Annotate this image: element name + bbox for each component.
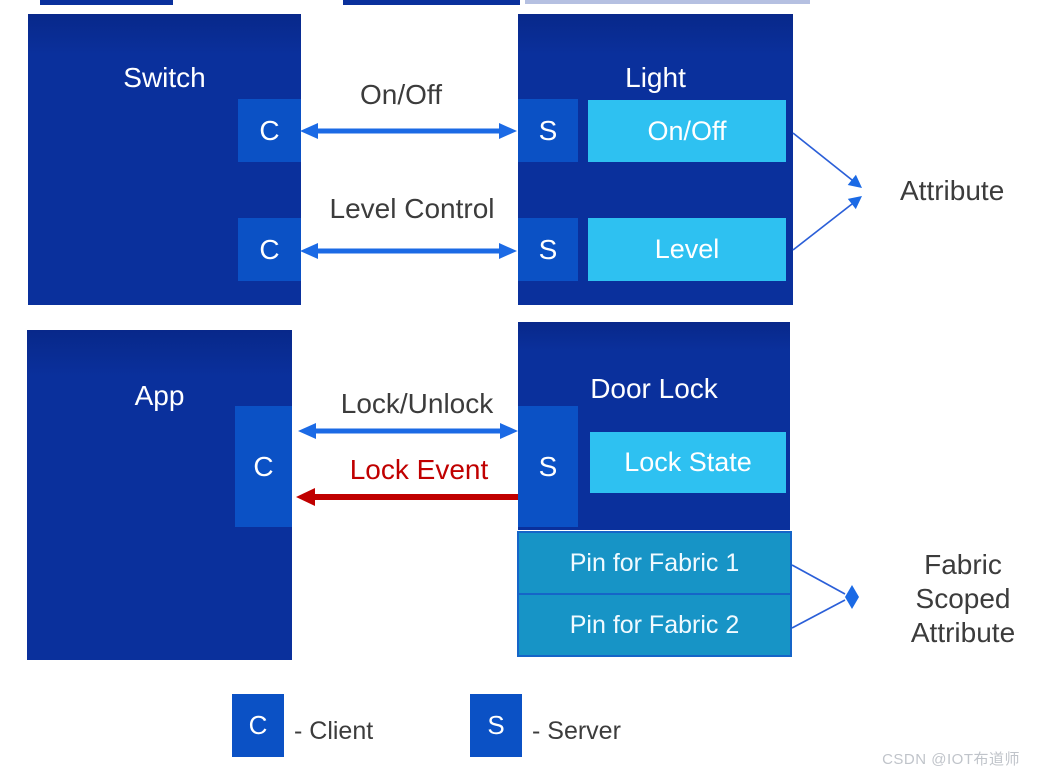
switch-client-node-level: C bbox=[238, 218, 301, 281]
top-crop-fragment bbox=[40, 0, 173, 5]
door-lock-device-box: Door Lock S Lock State bbox=[518, 322, 790, 530]
lock-unlock-interaction-label: Lock/Unlock bbox=[340, 388, 494, 419]
lock-event-interaction-label: Lock Event bbox=[349, 454, 489, 485]
app-client-node: C bbox=[235, 406, 292, 527]
legend-client-node: C bbox=[232, 694, 284, 757]
csdn-watermark: CSDN @IOT布道师 bbox=[882, 751, 1020, 768]
onoff-double-arrow bbox=[300, 123, 517, 139]
fabric-attribute-pointer-lines bbox=[791, 564, 859, 629]
level-control-double-arrow bbox=[300, 243, 517, 259]
switch-device-box: Switch C C bbox=[28, 14, 301, 305]
fabric-label-line: Fabric bbox=[924, 549, 1002, 580]
level-cluster-bar: Level bbox=[588, 218, 786, 281]
fabric-scoped-attribute-label: Fabric Scoped Attribute bbox=[880, 548, 1037, 650]
pin-fabric-2-bar: Pin for Fabric 2 bbox=[519, 593, 790, 655]
light-title: Light bbox=[625, 62, 686, 93]
pin-fabric-1-bar: Pin for Fabric 1 bbox=[569, 548, 740, 577]
legend-server-node: S bbox=[470, 694, 522, 757]
fabric-label-line: Scoped bbox=[915, 583, 1011, 614]
level-control-interaction-label: Level Control bbox=[329, 193, 495, 224]
legend-client-label: - Client bbox=[294, 717, 374, 745]
app-device-box: App C bbox=[27, 330, 292, 660]
lock-state-cluster-bar: Lock State bbox=[590, 432, 786, 493]
attribute-label: Attribute bbox=[900, 175, 1005, 206]
light-device-box: Light S S On/Off Level bbox=[518, 14, 793, 305]
onoff-interaction-label: On/Off bbox=[360, 79, 442, 110]
onoff-cluster-bar: On/Off bbox=[588, 100, 786, 162]
switch-client-node-onoff: C bbox=[238, 99, 301, 162]
fabric-pin-block: Pin for Fabric 1 Pin for Fabric 2 bbox=[517, 531, 792, 657]
app-title: App bbox=[134, 380, 185, 411]
door-lock-title: Door Lock bbox=[590, 373, 718, 404]
attribute-pointer-lines bbox=[792, 132, 862, 251]
top-crop-fragment bbox=[343, 0, 520, 5]
lock-event-arrow bbox=[296, 488, 518, 506]
light-server-node-level: S bbox=[518, 218, 578, 281]
light-server-node-onoff: S bbox=[518, 99, 578, 162]
legend-server-label: - Server bbox=[532, 717, 621, 745]
top-crop-fragment bbox=[525, 0, 810, 4]
lock-unlock-double-arrow bbox=[298, 423, 518, 439]
door-lock-server-node: S bbox=[518, 406, 578, 527]
switch-title: Switch bbox=[123, 62, 206, 93]
fabric-label-line: Attribute bbox=[910, 617, 1016, 648]
